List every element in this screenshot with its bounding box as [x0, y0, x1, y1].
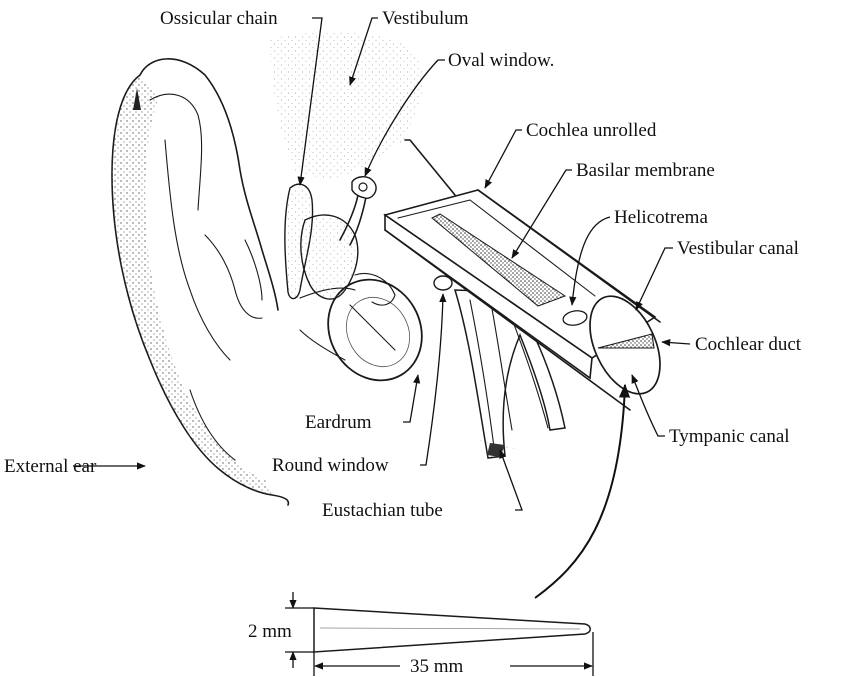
tapered-rod [314, 608, 590, 652]
label-eustachian-tube: Eustachian tube [322, 500, 443, 521]
label-vestibulum: Vestibulum [382, 8, 469, 29]
label-tympanic-canal: Tympanic canal [669, 426, 790, 447]
label-vestibular-canal: Vestibular canal [677, 238, 799, 259]
ear-concha [205, 235, 262, 318]
label-scale-length: 35 mm [410, 656, 464, 677]
label-cochlea-unrolled: Cochlea unrolled [526, 120, 657, 141]
label-helicotrema: Helicotrema [614, 207, 708, 228]
label-ossicular-chain: Ossicular chain [160, 8, 278, 29]
external-ear [112, 59, 288, 505]
label-scale-height: 2 mm [248, 621, 292, 642]
label-external-ear: External ear [4, 456, 97, 477]
label-eardrum: Eardrum [305, 412, 372, 433]
ear-antihelix [165, 140, 230, 360]
ear-tragus [245, 240, 262, 300]
label-oval-window: Oval window. [448, 50, 554, 71]
label-basilar-membrane: Basilar membrane [576, 160, 715, 181]
label-cochlear-duct: Cochlear duct [695, 334, 802, 355]
vestibulum-region [270, 32, 423, 178]
label-round-window: Round window [272, 455, 389, 476]
ear-helix-inner [150, 94, 202, 210]
cochlea-connector [405, 140, 455, 195]
ear-stipple-outer [112, 75, 272, 495]
